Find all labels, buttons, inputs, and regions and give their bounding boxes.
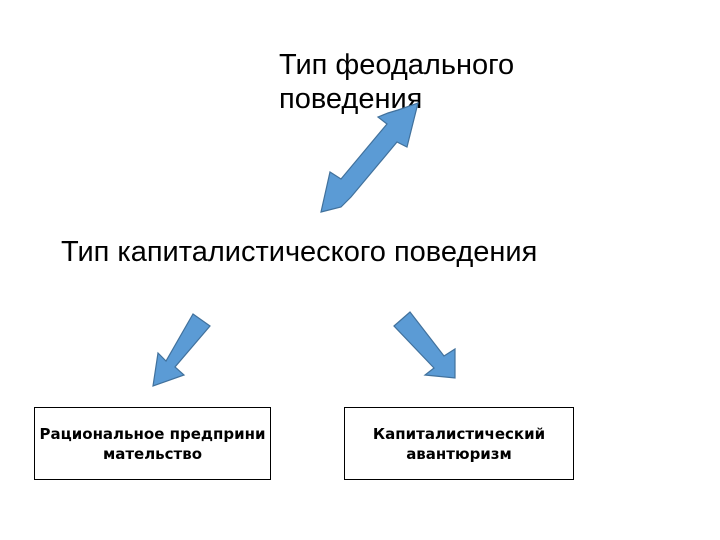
rational-entrepreneurship-box: Рациональное предпринимательство	[34, 407, 271, 480]
feudal-behavior-label: Тип феодального поведения	[279, 49, 515, 115]
double-arrow-icon	[320, 102, 419, 213]
capitalist-adventurism-box: Капиталистический авантюризм	[344, 407, 574, 480]
capitalist-behavior-label: Тип капиталистического поведения	[61, 236, 538, 268]
arrow-down-right-icon	[393, 311, 456, 379]
arrow-down-left-icon	[152, 313, 211, 387]
